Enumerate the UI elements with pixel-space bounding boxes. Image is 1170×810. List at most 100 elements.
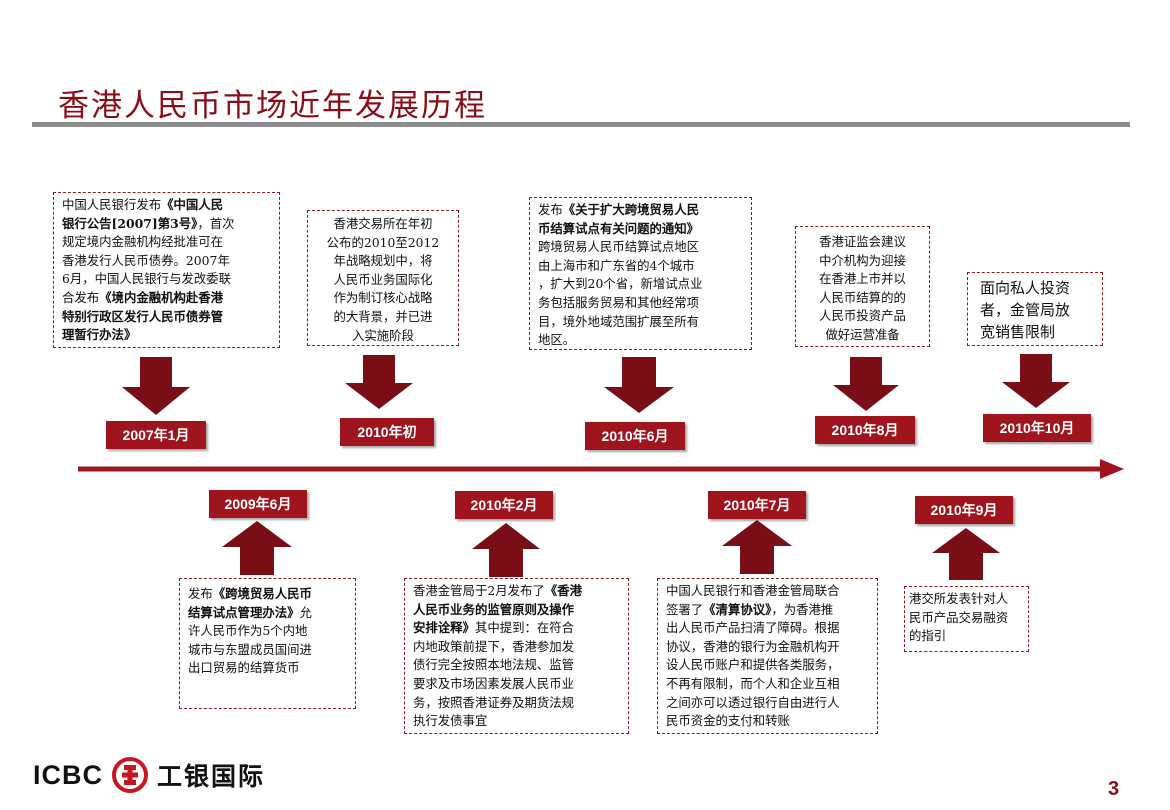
description-text: 不再有限制，而个人和企业互相 (666, 675, 840, 691)
description-line: 出人民币产品扫清了障碍。根据 (666, 619, 869, 638)
milestone-text-2010-10: 面向私人投资者，金管局放宽销售限制 (967, 272, 1103, 346)
timeline-arrow (78, 459, 1124, 479)
description-text: 务包括服务贸易和其他经常项 (538, 294, 700, 310)
icbc-logo: ICBC 工银国际 (33, 756, 265, 794)
description-line: 者，金管局放 (980, 299, 1094, 321)
description-line: 城市与东盟成员国间进 (188, 641, 347, 660)
description-line: 作为制订核心战略 (316, 289, 450, 308)
description-text: 发布 (538, 202, 563, 217)
description-text: 港交所发表针对人 (909, 591, 1009, 606)
description-text: 合发布 (62, 289, 100, 305)
description-text: 签署了 (666, 601, 704, 617)
description-text: 其中提到：在符合 (474, 620, 575, 636)
up-arrow-icon (722, 520, 792, 578)
up-arrow-icon (222, 521, 292, 579)
description-line: 人民币业务国际化 (316, 271, 450, 290)
description-line: 面向私人投资 (980, 277, 1094, 299)
description-text: 宽销售限制 (980, 323, 1056, 341)
date-label-2010-09: 2010年9月 (915, 496, 1013, 524)
description-line: 签署了《清算协议》，为香港推 (666, 601, 869, 620)
milestone-text-2009-06: 发布《跨境贸易人民币结算试点管理办法》允许人民币作为5个内地城市与东盟成员国间进… (179, 578, 356, 709)
description-text: ，为香港推 (771, 601, 834, 617)
down-arrow-icon (345, 355, 413, 413)
description-line: 发布《关于扩大跨境贸易人民 (538, 201, 743, 220)
description-text: 内地政策前提下，香港参加发 (413, 638, 575, 654)
description-line: 由上海市和广东省的4个城市 (538, 257, 743, 276)
description-text: 规定境内金融机构经批准可在 (62, 234, 224, 250)
description-line: 不再有限制，而个人和企业互相 (666, 675, 869, 694)
description-text: 者，金管局放 (980, 301, 1071, 319)
description-line: 地区。 (538, 331, 743, 350)
description-text: 在香港上市并以 (819, 271, 906, 287)
emphasized-text: 《清算协议》 (703, 601, 772, 617)
description-line: 理暂行办法》 (62, 326, 271, 345)
date-label-2007-01: 2007年1月 (106, 421, 206, 449)
description-text: 年战略规划中，将 (333, 253, 433, 269)
description-text: 出口贸易的结算货币 (188, 660, 300, 676)
description-line: 内地政策前提下，香港参加发 (413, 638, 620, 657)
description-text: 6月，中国人民银行与发改委联 (62, 271, 231, 287)
milestone-text-2010-07: 中国人民银行和香港金管局联合签署了《清算协议》，为香港推出人民币产品扫清了障碍。… (657, 578, 878, 734)
description-line: 银行公告[2007]第3号》，首次 (62, 215, 271, 234)
description-text: 债行完全按照本地法规、监管 (413, 657, 575, 673)
description-line: 目，境外地域范围扩展至所有 (538, 313, 743, 332)
description-line: 的大背景，并已进 (316, 308, 450, 327)
description-line: 设人民币账户和提供各类服务， (666, 656, 869, 675)
description-text: 做好运营准备 (825, 326, 900, 342)
description-text: 允 (299, 604, 312, 620)
description-line: 人民币投资产品 (804, 307, 921, 326)
milestone-text-2010-06: 发布《关于扩大跨境贸易人民币结算试点有关问题的通知》跨境贸易人民币结算试点地区由… (529, 197, 752, 350)
description-line: 年战略规划中，将 (316, 252, 450, 271)
description-line: 合发布《境内金融机构赴香港 (62, 289, 271, 308)
description-text: 出人民币产品扫清了障碍。根据 (666, 620, 840, 636)
description-line: 做好运营准备 (804, 326, 921, 345)
down-arrow-icon (1002, 354, 1070, 412)
page-number: 3 (1108, 778, 1120, 800)
date-label-2010-02: 2010年2月 (455, 491, 553, 519)
description-line: 中国人民银行和香港金管局联合 (666, 582, 869, 601)
description-line: 入实施阶段 (316, 327, 450, 346)
description-text: 民币资金的支付和转账 (666, 713, 790, 729)
milestone-text-2007-01: 中国人民银行发布《中国人民银行公告[2007]第3号》，首次规定境内金融机构经批… (53, 192, 280, 348)
icbc-emblem-icon (112, 757, 148, 793)
description-line: 在香港上市并以 (804, 270, 921, 289)
description-text: 的大背景，并已进 (333, 308, 433, 324)
down-arrow-icon (833, 357, 899, 415)
description-text: 中国人民银行和香港金管局联合 (666, 583, 840, 598)
description-line: 港交所发表针对人 (909, 590, 1020, 609)
description-line: 币结算试点有关问题的通知》 (538, 220, 743, 239)
emphasized-text: 结算试点管理办法》 (188, 604, 300, 620)
description-line: 中国人民银行发布《中国人民 (62, 196, 271, 215)
milestone-text-2010-02: 香港金管局于2月发布了《香港人民币业务的监管原则及操作安排诠释》其中提到：在符合… (404, 578, 629, 734)
description-text: 目，境外地域范围扩展至所有 (538, 313, 700, 329)
description-line: 香港金管局于2月发布了《香港 (413, 582, 620, 601)
date-label-2009-06: 2009年6月 (209, 490, 307, 518)
down-arrow-icon (122, 357, 190, 419)
down-arrow-icon (604, 357, 674, 417)
description-text: 香港发行人民币债券。2007年 (62, 252, 230, 268)
description-text: 入实施阶段 (352, 327, 414, 343)
emphasized-text: 安排诠释》 (413, 620, 475, 636)
description-text: 面向私人投资 (980, 279, 1071, 297)
description-text: 中介机构为迎接 (819, 252, 906, 268)
emphasized-text: 《关于扩大跨境贸易人民 (562, 202, 700, 217)
description-line: 安排诠释》其中提到：在符合 (413, 619, 620, 638)
description-line: 的指引 (909, 627, 1020, 646)
description-line: 宽销售限制 (980, 321, 1094, 343)
description-line: 民币产品交易融资 (909, 609, 1020, 628)
description-line: 规定境内金融机构经批准可在 (62, 233, 271, 252)
description-line: 人民币结算的的 (804, 289, 921, 308)
description-text: 人民币投资产品 (819, 308, 906, 324)
description-line: 人民币业务的监管原则及操作 (413, 601, 620, 620)
milestone-text-2010-08: 香港证监会建议中介机构为迎接在香港上市并以人民币结算的的人民币投资产品做好运营准… (795, 226, 930, 347)
description-text: 发布 (188, 586, 213, 601)
description-text: 许人民币作为5个内地 (188, 623, 308, 639)
description-line: 协议，香港的银行为金融机构开 (666, 638, 869, 657)
title-divider (32, 122, 1130, 127)
description-text: 务，按照香港证券及期货法规 (413, 694, 575, 710)
description-line: 6月，中国人民银行与发改委联 (62, 270, 271, 289)
description-line: 执行发债事宜 (413, 712, 620, 731)
description-text: 设人民币账户和提供各类服务， (666, 657, 840, 673)
description-line: 特别行政区发行人民币债券管 (62, 308, 271, 327)
